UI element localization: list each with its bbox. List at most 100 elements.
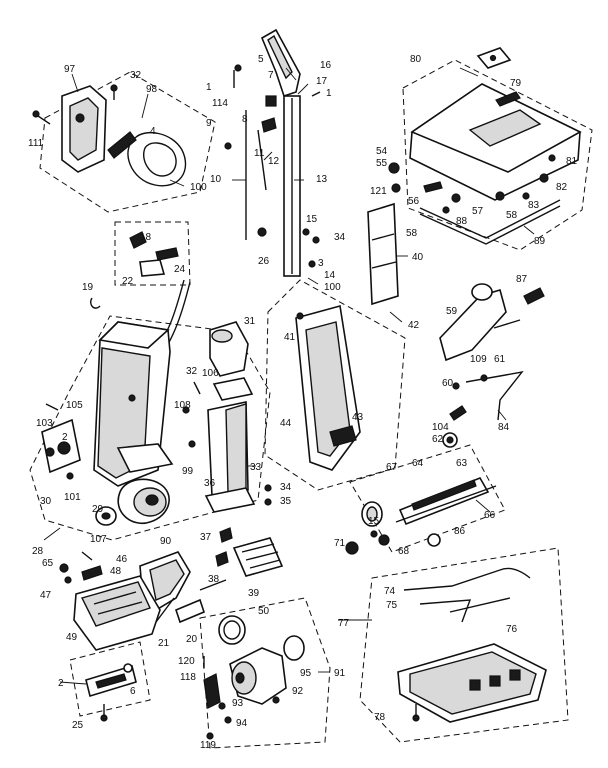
hook-19 [90, 297, 101, 309]
screw-101 [66, 472, 74, 480]
hood-lens-dot [489, 54, 497, 62]
callout-87: 87 [516, 274, 528, 285]
group-outlines [29, 59, 593, 749]
bumper-assembly [85, 663, 137, 722]
screw-82 [539, 173, 549, 183]
duct-plate-106 [212, 377, 254, 401]
callout-92: 92 [292, 686, 304, 697]
brush-roll-shaft-66 [395, 485, 497, 523]
handle-assembly [224, 28, 321, 277]
belt-ring-50-inner [223, 620, 241, 640]
duct-screw-108 [182, 406, 190, 414]
bumper-strip-89 [419, 199, 561, 239]
callout-88: 88 [456, 216, 468, 227]
handle-connector-7 [265, 95, 277, 107]
callout-38: 38 [208, 574, 220, 585]
callout-13: 13 [316, 174, 328, 185]
air-duct-assembly [182, 321, 272, 513]
motor-screw-92 [272, 696, 280, 704]
clip-88 [442, 206, 450, 214]
callout-22: 22 [122, 276, 134, 287]
callout-41: 41 [284, 332, 296, 343]
callout-2: 2 [62, 432, 68, 443]
callout-80: 80 [410, 54, 422, 65]
callout-30: 30 [40, 496, 52, 507]
nozzle-screw-65 [59, 563, 69, 573]
switch-kit [129, 231, 191, 367]
callout-101: 101 [64, 492, 81, 503]
callout-19: 19 [82, 282, 94, 293]
grommet-38 [215, 551, 229, 567]
cord-11 [257, 129, 267, 191]
filter-panel-40 [367, 202, 399, 306]
bag-cover-screw-41 [296, 312, 304, 320]
filter-panel-assembly [367, 202, 399, 306]
belt-ring-50 [218, 615, 246, 645]
callout-34b: 34 [280, 482, 292, 493]
fan-hub [145, 494, 159, 506]
callout-100b: 100 [324, 282, 341, 293]
switch-18 [129, 231, 147, 249]
bag-cover-assembly [295, 304, 361, 471]
callout-62: 62 [432, 434, 444, 445]
switch-knob-2 [57, 441, 71, 455]
wheel-62-hub [446, 436, 454, 444]
belt-67-inner [366, 506, 378, 522]
bag-cover-latch-43 [329, 425, 357, 447]
height-adjust-assembly [439, 283, 545, 448]
callout-93: 93 [232, 698, 244, 709]
callout-54: 54 [376, 146, 388, 157]
nozzle-slot-1 [93, 591, 137, 605]
callout-74: 74 [384, 586, 396, 597]
leader [459, 67, 479, 77]
callout-34: 34 [334, 232, 346, 243]
callout-29: 29 [92, 504, 104, 515]
body-top-cap [98, 321, 170, 349]
base-screw-78-head [412, 714, 420, 722]
callout-56: 56 [408, 196, 420, 207]
callout-36: 36 [204, 478, 216, 489]
callout-9: 9 [206, 118, 212, 129]
clip-22 [139, 259, 166, 277]
height-adjust-wheel [471, 283, 493, 301]
motor-bracket-118 [203, 673, 221, 709]
callout-33: 33 [250, 462, 262, 473]
callout-40: 40 [412, 252, 424, 263]
bag-cover-group-outline [264, 279, 406, 491]
callout-111: 111 [28, 138, 44, 149]
callout-35: 35 [280, 496, 292, 507]
callout-43: 43 [352, 412, 364, 423]
body-base-tray [116, 443, 174, 473]
callout-17: 17 [316, 76, 328, 87]
filter-grid-1 [241, 543, 275, 553]
filter-grid-2 [245, 551, 279, 561]
bracket-12 [263, 151, 273, 161]
callout-32: 32 [130, 70, 142, 81]
bearing-71 [345, 541, 359, 555]
callout-labels: 97 32 98 111 4 100 1 114 5 7 16 17 1 9 8… [28, 54, 578, 751]
callout-42: 42 [408, 320, 420, 331]
callout-25: 25 [72, 720, 84, 731]
leader [169, 179, 185, 187]
callout-7: 7 [268, 70, 274, 81]
brush-bristles-63 [411, 479, 477, 511]
filter-panel-rib-2 [371, 261, 397, 269]
callout-109: 109 [470, 354, 487, 365]
callout-16: 16 [320, 60, 332, 71]
callout-49: 49 [66, 632, 78, 643]
callout-66: 66 [484, 510, 496, 521]
callout-71: 71 [334, 538, 346, 549]
callout-114: 114 [212, 98, 228, 109]
callout-15b: 15 [368, 516, 380, 527]
fan-disc-95 [283, 635, 305, 661]
callout-95: 95 [300, 668, 312, 679]
callout-5: 5 [258, 54, 264, 65]
callout-83: 83 [528, 200, 540, 211]
cord-coil-inner [143, 142, 177, 177]
callout-78: 78 [374, 712, 386, 723]
bumper-screw-25-head [100, 714, 108, 722]
callout-79: 79 [510, 78, 522, 89]
brush-roll-outline [349, 444, 506, 553]
nozzle-body-inner [149, 559, 185, 601]
